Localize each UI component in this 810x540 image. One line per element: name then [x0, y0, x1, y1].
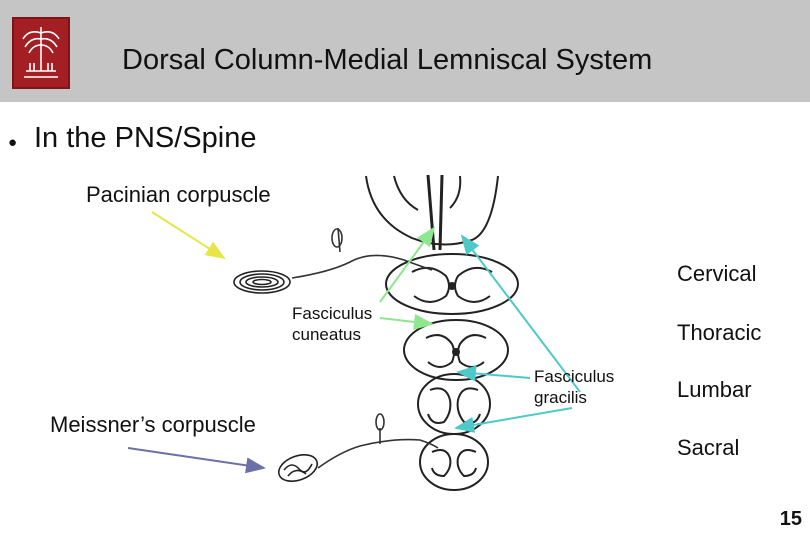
gracilis-arrow-up [460, 234, 581, 393]
meissner-arrow [127, 447, 266, 474]
university-seal-icon [12, 17, 70, 89]
gracilis-arrow-lumbar [456, 365, 531, 382]
bullet-dot-icon: ● [8, 134, 18, 151]
pacinian-corpuscle-graphic [233, 270, 291, 294]
meissner-corpuscle-graphic [277, 454, 319, 482]
cuneatus-label-line1: Fasciculus [292, 304, 373, 323]
page-number: 15 [779, 508, 802, 530]
gracilis-label-line2: gracilis [534, 388, 587, 407]
cuneatus-label-line2: cuneatus [292, 325, 361, 344]
bullet-text: In the PNS/Spine [34, 122, 257, 154]
gracilis-label-line1: Fasciculus [534, 367, 615, 386]
thoracic-label: Thoracic [677, 320, 762, 345]
sacral-label: Sacral [677, 435, 740, 460]
slide-title: Dorsal Column-Medial Lemniscal System [122, 44, 653, 76]
seal-graphic [22, 27, 60, 78]
sacral-segment [419, 433, 489, 491]
brainstem-outline [365, 175, 499, 246]
cuneatus-arrow-thoracic [379, 313, 434, 330]
ascending-tract-lines [426, 174, 444, 251]
thoracic-segment [403, 319, 509, 381]
lumbar-label: Lumbar [677, 377, 752, 402]
cuneatus-arrow-up [379, 226, 436, 303]
gracilis-arrow-sacral [454, 407, 573, 433]
cervical-nerve-fiber [291, 227, 433, 279]
slide-header: Dorsal Column-Medial Lemniscal System [0, 0, 810, 102]
pacinian-arrow [151, 211, 226, 260]
meissner-label: Meissner’s corpuscle [50, 412, 256, 437]
cervical-label: Cervical [677, 261, 757, 286]
gracilis-label: Fasciculus gracilis [534, 366, 614, 408]
sacral-nerve-fiber [317, 413, 439, 469]
cervical-segment [385, 253, 519, 315]
pacinian-label: Pacinian corpuscle [86, 182, 271, 207]
cuneatus-label: Fasciculus cuneatus [292, 303, 372, 345]
